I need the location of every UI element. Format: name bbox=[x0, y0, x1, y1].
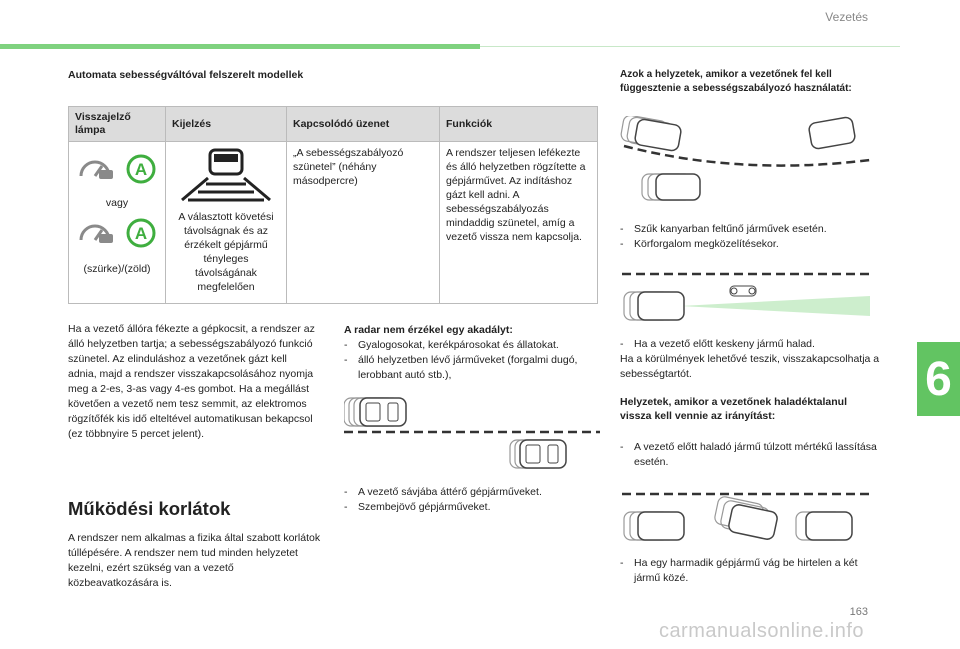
col-header-display: Kijelzés bbox=[165, 106, 287, 142]
stopped-car-diagram bbox=[344, 397, 600, 469]
takeover-heading: Helyzetek, amikor a vezetőnek haladéktal… bbox=[620, 396, 848, 422]
lamp-icons-top: A bbox=[75, 152, 159, 190]
gauge-car-icon-grey: A bbox=[79, 218, 156, 248]
list-item: -Ha a vezető előtt keskeny jármű halad. bbox=[620, 338, 815, 350]
radar-list-2: -A vezető sávjába áttérő gépjárműveket. … bbox=[344, 485, 599, 515]
list-item: -Gyalogosokat, kerékpárosokat és állatok… bbox=[344, 339, 559, 351]
list-item: -Szűk kanyarban feltűnő járművek esetén. bbox=[620, 223, 827, 235]
limits-text: A rendszer nem alkalmas a fizika által s… bbox=[68, 532, 321, 589]
limits-heading: Működési korlátok bbox=[68, 498, 231, 519]
lamp-icons-bottom: A bbox=[75, 216, 159, 254]
narrow-vehicle-diagram bbox=[622, 272, 874, 321]
cutin-list: -Ha egy harmadik gépjármű vág be hirtele… bbox=[620, 556, 882, 586]
motorcycle-icon bbox=[729, 285, 757, 297]
col-header-function: Funkciók bbox=[439, 106, 598, 142]
function-cell: A rendszer teljesen lefékezte és álló he… bbox=[439, 141, 598, 304]
suspend-list: -Szűk kanyarban feltűnő járművek esetén.… bbox=[620, 222, 880, 252]
list-item: -álló helyzetben lévő járműveket (forgal… bbox=[344, 354, 578, 381]
page-number: 163 bbox=[849, 606, 868, 618]
list-item: -A vezető előtt haladó jármű túlzott mér… bbox=[620, 441, 877, 468]
watermark: carmanualsonline.info bbox=[658, 620, 864, 642]
radar-heading: A radar nem érzékel egy akadályt: bbox=[344, 324, 513, 336]
section-title: Vezetés bbox=[825, 10, 868, 24]
indicator-table: Visszajelző lámpa Kijelzés Kapcsolódó üz… bbox=[68, 106, 598, 304]
lamp-cell: A vagy A (szürke)/(zöld) bbox=[68, 141, 166, 304]
suspend-heading: Azok a helyzetek, amikor a vezetőnek fel… bbox=[620, 69, 852, 94]
col-header-message: Kapcsolódó üzenet bbox=[286, 106, 440, 142]
header-accent-line bbox=[480, 46, 900, 47]
resume-text: Ha a körülmények lehetővé teszik, vissza… bbox=[620, 353, 880, 380]
gauge-car-icon: A bbox=[79, 154, 156, 184]
takeover-list: -A vezető előtt haladó jármű túlzott mér… bbox=[620, 440, 882, 470]
list-item: -A vezető sávjába áttérő gépjárműveket. bbox=[344, 486, 542, 498]
svg-text:A: A bbox=[135, 224, 147, 243]
display-cell: A választott követési távolságnak és az … bbox=[165, 141, 287, 304]
display-text: A választott követési távolságnak és az … bbox=[178, 211, 274, 293]
message-cell: „A sebességszabályozó szünetel” (néhány … bbox=[286, 141, 440, 304]
narrow-text: -Ha a vezető előtt keskeny jármű halad. … bbox=[620, 337, 882, 382]
stop-paragraph: Ha a vezető állóra fékezte a gépkocsit, … bbox=[68, 323, 315, 440]
lamp-colors-text: (szürke)/(zöld) bbox=[83, 263, 151, 275]
list-item: -Ha egy harmadik gépjármű vág be hirtele… bbox=[620, 557, 858, 584]
car-on-road-icon bbox=[181, 148, 271, 202]
col-header-lamp: Visszajelző lámpa bbox=[68, 106, 166, 142]
svg-text:A: A bbox=[135, 160, 147, 179]
table-title: Automata sebességváltóval felszerelt mod… bbox=[68, 69, 304, 81]
lamp-or-text: vagy bbox=[105, 197, 129, 209]
chapter-tab: 6 bbox=[917, 342, 960, 416]
header-accent-bar bbox=[0, 44, 480, 49]
radar-list: -Gyalogosokat, kerékpárosokat és állatok… bbox=[344, 338, 599, 383]
list-item: -Körforgalom megközelítésekor. bbox=[620, 238, 779, 250]
list-item: -Szembejövő gépjárműveket. bbox=[344, 501, 491, 513]
cut-in-diagram bbox=[622, 492, 874, 541]
curve-diagram bbox=[620, 116, 871, 201]
